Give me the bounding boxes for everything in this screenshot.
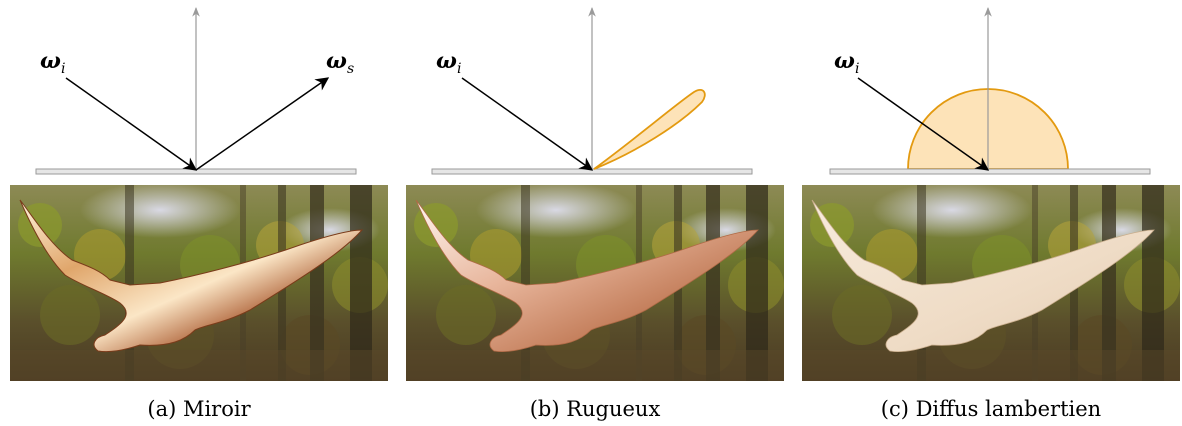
- rough-render-image: [406, 185, 784, 381]
- incident-label: ωi: [436, 48, 461, 77]
- caption-rough: (b) Rugueux: [529, 397, 661, 421]
- incident-ray-arrow: [461, 77, 594, 171]
- panel-mirror: ωi ωs (a) Miroir: [8, 0, 390, 426]
- diffuse-render-image: [802, 185, 1180, 381]
- incident-ray-arrow: [857, 77, 990, 171]
- panel-diffuse: ωi (c) Diffus lambertien: [800, 0, 1182, 426]
- panel-rough: ωi (b) Rugueux: [404, 0, 786, 426]
- incident-ray-arrow: [65, 77, 198, 171]
- diffuse-reflection-diagram: ωi: [829, 7, 1151, 175]
- scattered-label: ωs: [326, 48, 354, 77]
- surface-plane: [829, 168, 1151, 175]
- caption-mirror: (a) Miroir: [147, 397, 251, 421]
- caption-diffuse: (c) Diffus lambertien: [880, 397, 1102, 421]
- rough-reflection-diagram: ωi: [431, 7, 753, 175]
- mirror-reflection-diagram: ωi ωs: [35, 7, 357, 175]
- glossy-lobe: [593, 89, 706, 170]
- mirror-render-image: [10, 185, 388, 381]
- scattered-ray-arrow: [195, 77, 330, 171]
- incident-label: ωi: [40, 48, 65, 77]
- incident-label: ωi: [834, 48, 859, 77]
